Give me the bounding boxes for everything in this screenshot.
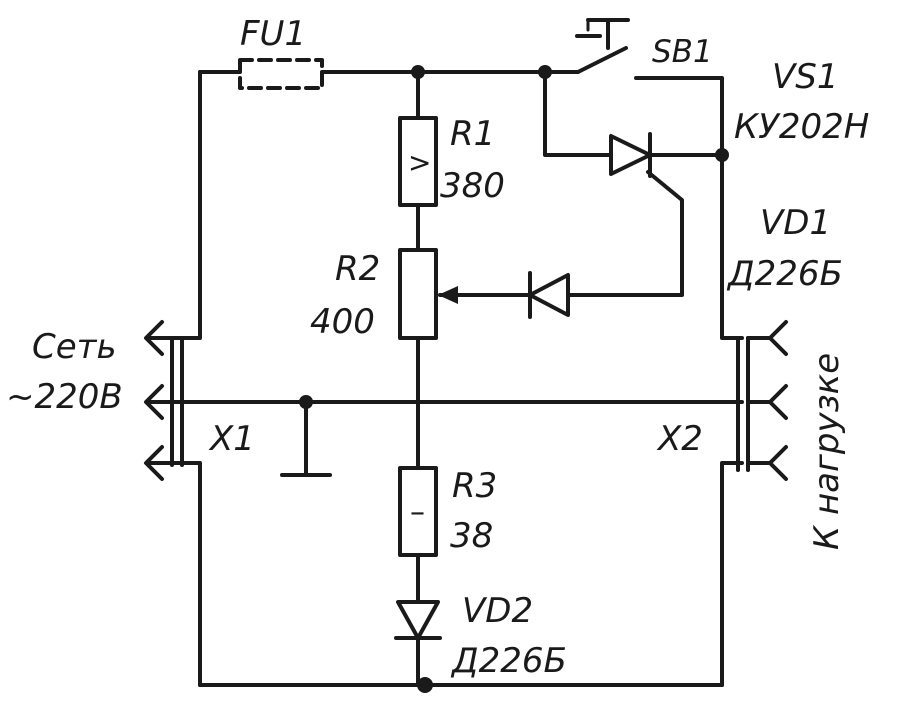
diode-vd1 (528, 271, 570, 319)
junction-dot-bottom (417, 677, 433, 693)
wires (174, 70, 744, 687)
vd2-ref-label: VD2 (462, 591, 533, 631)
r1-value-label: 380 (440, 166, 505, 206)
resistor-r1: > R1 380 (398, 114, 505, 207)
potentiometer-r2: R2 400 (310, 248, 472, 342)
junction-dot-ground (299, 395, 313, 409)
fuse-label: FU1 (240, 14, 306, 54)
r1-mark: > (408, 146, 431, 179)
connector-x1: Сеть ~220В X1 (6, 320, 255, 481)
r3-value-label: 38 (450, 516, 493, 556)
junction-dot-sb1 (538, 65, 552, 79)
junction-dot-right (715, 148, 729, 162)
vd1-type-label: Д226Б (726, 254, 843, 294)
connector-x2: X2 К нагрузке (656, 320, 847, 550)
diode-vd1-labels: VD1 Д226Б (726, 203, 843, 294)
switch-label: SB1 (652, 34, 713, 70)
r2-ref-label: R2 (335, 249, 380, 289)
thyristor-ref-label: VS1 (772, 57, 838, 97)
diode-vd2: VD2 Д226Б (394, 591, 567, 681)
vd1-ref-label: VD1 (760, 203, 831, 243)
mains-label-line1: Сеть (32, 327, 117, 367)
r3-ref-label: R3 (452, 466, 497, 506)
r1-ref-label: R1 (450, 114, 495, 154)
junction-dot-top-centre (411, 65, 425, 79)
thyristor-vs1: VS1 КУ202Н (609, 57, 869, 178)
switch-sb1: SB1 (575, 18, 713, 74)
r3-mark: – (410, 495, 425, 530)
fuse-fu1: FU1 (238, 14, 324, 90)
vd2-type-label: Д226Б (450, 641, 567, 681)
thyristor-type-label: КУ202Н (734, 107, 869, 147)
resistor-r3: – R3 38 (398, 466, 497, 557)
junction-dots (299, 65, 729, 693)
x2-label: X2 (656, 419, 703, 459)
load-label: К нагрузке (807, 353, 847, 550)
x1-label: X1 (208, 419, 255, 459)
r2-value-label: 400 (310, 302, 375, 342)
mains-label-line2: ~220В (6, 377, 123, 417)
